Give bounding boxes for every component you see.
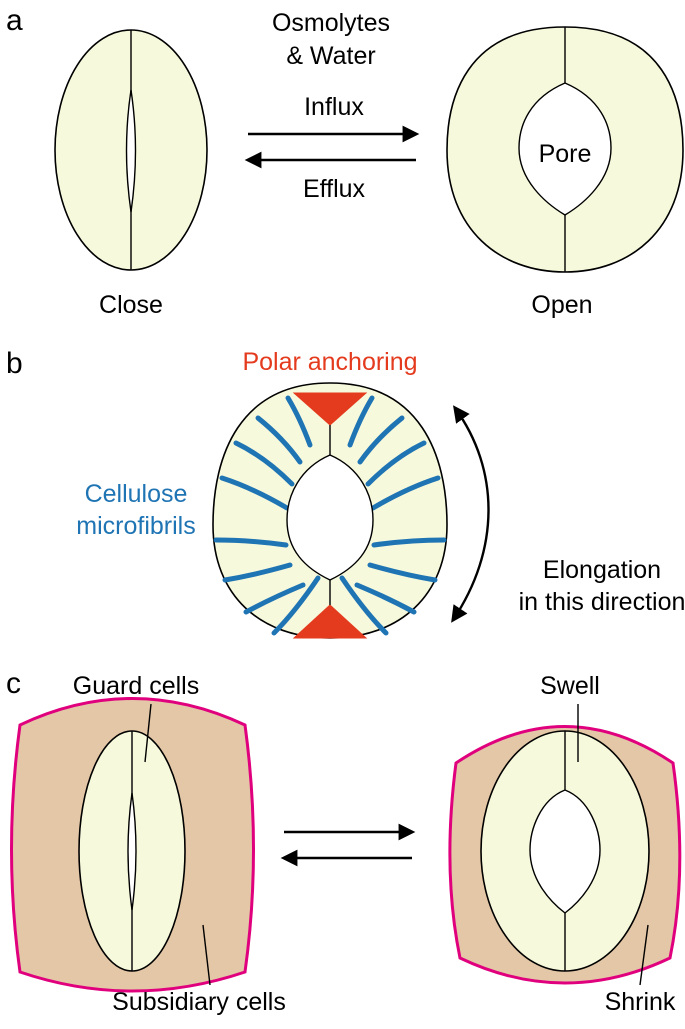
microfibril-r6 [367,562,438,583]
microfibril-l2 [255,415,303,465]
microfibril-r3 [365,440,427,487]
panel-c-letter: c [6,667,21,700]
microfibril-l6 [222,562,293,583]
pore-label: Pore [539,140,592,168]
open-label: Open [531,291,592,319]
microfibril-r1 [347,395,375,448]
stoma-microfibrils [212,382,448,639]
guard-cells-label: Guard cells [73,672,199,700]
elongation-label-line2: in this direction [519,588,685,616]
bottom-polar-anchor [292,604,368,639]
elongation-label-line1: Elongation [543,556,661,584]
microfibril-l8 [271,575,321,636]
microfibril-r8 [339,575,389,636]
top-polar-anchor [292,392,368,426]
cellulose-label-line1: Cellulose [85,480,188,508]
microfibril-l3 [233,440,295,487]
microfibril-r7 [354,582,417,615]
panel-a-letter: a [6,4,23,37]
polar-anchoring-label: Polar anchoring [242,348,417,376]
osmolytes-label-line2: & Water [286,42,375,70]
microfibril-r5 [371,537,447,548]
microfibril-l7 [243,582,306,615]
elongation-arrow [451,405,490,623]
microfibril-l5 [213,537,289,548]
microfibril-l4 [219,475,290,511]
microfibril-r4 [370,475,441,511]
open-stomatal-complex [448,725,682,985]
influx-label: Influx [304,93,364,121]
microfibril-r2 [357,415,405,465]
guard-cells-leader [144,703,152,763]
panel-b-letter: b [6,347,23,380]
closed-guard-pore [127,792,137,911]
shrink-label: Shrink [605,988,676,1016]
subsidiary-cells-leader [202,924,211,986]
subsidiary-cells-label: Subsidiary cells [112,988,286,1016]
cellulose-microfibrils [213,395,447,636]
panel-c: c Guard cells Subsidiary cells Swell Shr… [6,667,682,1016]
closed-stoma [54,29,208,271]
cellulose-label-line2: microfibrils [76,512,195,540]
efflux-label: Efflux [303,175,366,203]
panel-b: b Polar anchoring [6,347,685,639]
open-stoma: Pore [446,26,684,273]
swell-label: Swell [540,672,600,700]
closed-stomatal-complex [10,697,255,993]
closed-stoma-pore [125,89,137,213]
osmolytes-label-line1: Osmolytes [272,9,390,37]
microfibril-l1 [285,395,313,448]
shrink-leader [639,924,649,986]
close-label: Close [99,291,163,319]
panel-a: a Pore Osmolytes & Water Influx Efflux C… [6,4,684,319]
